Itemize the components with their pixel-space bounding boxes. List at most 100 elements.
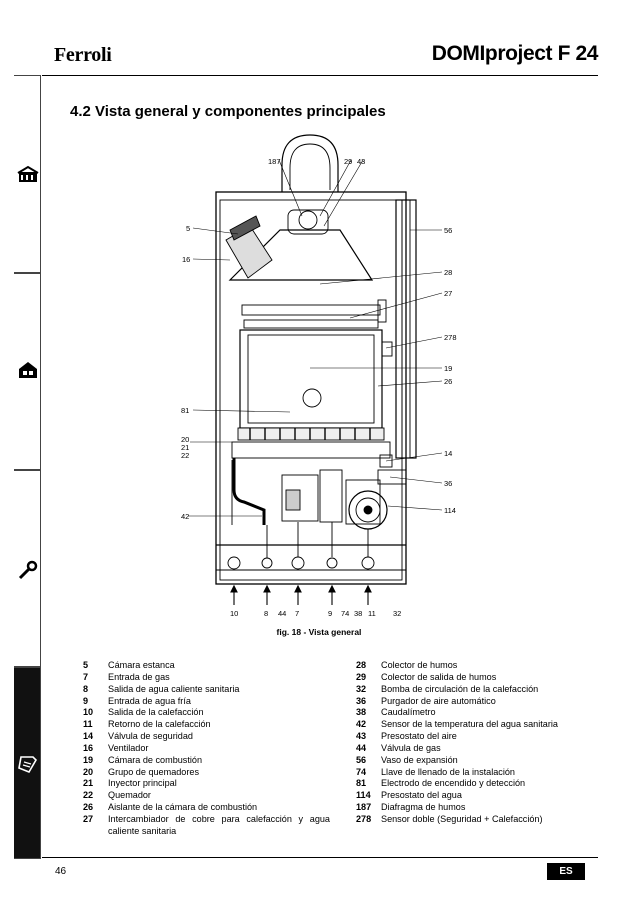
legend-num: 28 (356, 660, 367, 670)
legend-row: 32 Bomba de circulación de la calefacción (356, 684, 596, 696)
figure-caption: fig. 18 - Vista general (276, 627, 362, 637)
legend-right: 28 Colector de humos 29 Colector de salida… (356, 660, 596, 826)
legend-text: Colector de humos (381, 660, 458, 670)
callout-label: 16 (182, 255, 190, 264)
callout-label: 74 (341, 609, 349, 618)
legend-num: 26 (83, 802, 94, 813)
legend-num: 19 (83, 754, 94, 765)
legend-num: 32 (356, 683, 367, 694)
legend-num: 56 (356, 754, 367, 765)
legend-text: Colector de salida de humos (381, 671, 497, 682)
callout-label: 28 (444, 268, 452, 277)
callout-label: 10 (230, 609, 238, 618)
legend-text: Salida de agua caliente sanitaria (108, 683, 240, 694)
callout-label: 44 (278, 609, 286, 618)
legend-num: 29 (356, 671, 367, 682)
legend-row: 27 Intercambiador de cobre para calefacci… (83, 813, 330, 838)
legend-text: Válvula de seguridad (108, 731, 193, 742)
legend-text: Sensor doble (Seguridad + Calefacción) (381, 813, 543, 824)
legend-text: Entrada de agua fría (108, 695, 191, 706)
legend-text: Diafragma de humos (381, 802, 466, 813)
legend-row: 11 Retorno de la calefacción (83, 719, 328, 731)
legend-num: 10 (83, 707, 94, 718)
legend-num: 16 (83, 742, 94, 753)
callout-label: 22 (181, 451, 189, 460)
legend-text: Bomba de circulación de la calefacción (381, 683, 539, 694)
legend-num: 11 (83, 719, 93, 730)
legend-num: 44 (356, 742, 367, 753)
callout-label: 29 (344, 157, 352, 166)
callout-label: 38 (354, 609, 362, 618)
legend-text: Inyector principal (108, 778, 177, 789)
callout-label: 14 (444, 449, 452, 458)
installer-house-icon (19, 362, 37, 378)
callout-label: 26 (444, 377, 452, 386)
legend-num: 27 (83, 813, 94, 824)
legend-text: Ventilador (108, 742, 149, 753)
wrench-icon (18, 560, 38, 580)
legend-row: 187 Diafragma de humos (356, 802, 596, 814)
side-tab-user[interactable] (14, 75, 41, 273)
legend-num: 14 (83, 731, 94, 742)
legend-num: 20 (83, 766, 94, 777)
legend-left: 5 Cámara estanca 7 Entrada de gas 8 Salida … (83, 660, 330, 838)
legend-text: Electrodo de encendido y detección (381, 778, 526, 789)
user-house-icon (17, 165, 39, 182)
legend-text: Intercambiador de cobre para calefacción… (108, 813, 330, 836)
callout-label: 42 (181, 512, 189, 521)
legend-text: Válvula de gas (381, 742, 441, 753)
side-tab-service[interactable] (14, 470, 41, 667)
legend-row: 28 Colector de humos (356, 660, 596, 672)
legend-num: 38 (356, 707, 367, 718)
legend-text: Sensor de la temperatura del agua sanita… (381, 719, 558, 730)
legend-text: Cámara estanca (108, 660, 175, 670)
callout-label: 21 (181, 443, 189, 452)
callout-label: 20 (181, 435, 189, 444)
side-tab-technical[interactable] (14, 667, 41, 859)
legend-num: 5 (83, 660, 89, 670)
legend-row: 16 Ventilador (83, 743, 328, 755)
callout-label: 32 (393, 609, 401, 618)
legend-text: Purgador de aire automático (381, 695, 496, 706)
header-divider (42, 75, 598, 76)
model-title: DOMIproject F 24 (431, 42, 599, 65)
brand-logo: Ferroli (54, 44, 112, 66)
callout-label: 187 (268, 157, 281, 166)
callout-label: 9 (328, 609, 332, 618)
legend-num: 74 (356, 766, 367, 777)
legend-row: 74 Llave de llenado de la instalación (356, 767, 596, 779)
legend-row: 29 Colector de salida de humos (356, 672, 596, 684)
legend-num: 187 (356, 802, 372, 813)
legend-num: 8 (83, 683, 89, 694)
callout-label: 36 (444, 479, 452, 488)
document-icon (18, 756, 38, 773)
legend-text: Caudalímetro (381, 707, 436, 718)
legend-text: Presostato del aire (381, 731, 457, 742)
legend-row: 14 Válvula de seguridad (83, 731, 328, 743)
legend-row: 5 Cámara estanca (83, 660, 328, 672)
legend-text: Grupo de quemadores (108, 766, 199, 777)
callout-label: 81 (181, 406, 189, 415)
legend-text: Entrada de gas (108, 671, 170, 682)
callout-label: 56 (444, 226, 452, 235)
side-tab-installer[interactable] (14, 273, 41, 470)
legend-num: 7 (83, 671, 89, 682)
callout-label: 27 (444, 289, 452, 298)
boiler-diagram: 187 29 43 5 16 81 20 21 22 42 56 28 27 2… (181, 134, 457, 618)
legend-row: 7 Entrada de gas (83, 672, 328, 684)
page-number: 46 (55, 866, 67, 877)
legend-text: Retorno de la calefacción (108, 719, 211, 730)
legend-row: 38 Caudalímetro (356, 707, 596, 719)
section-title: 4.2 Vista general y componentes principa… (70, 103, 386, 120)
legend-text: Llave de llenado de la instalación (381, 766, 515, 777)
footer-divider (42, 857, 598, 858)
callout-label: 114 (444, 506, 456, 515)
